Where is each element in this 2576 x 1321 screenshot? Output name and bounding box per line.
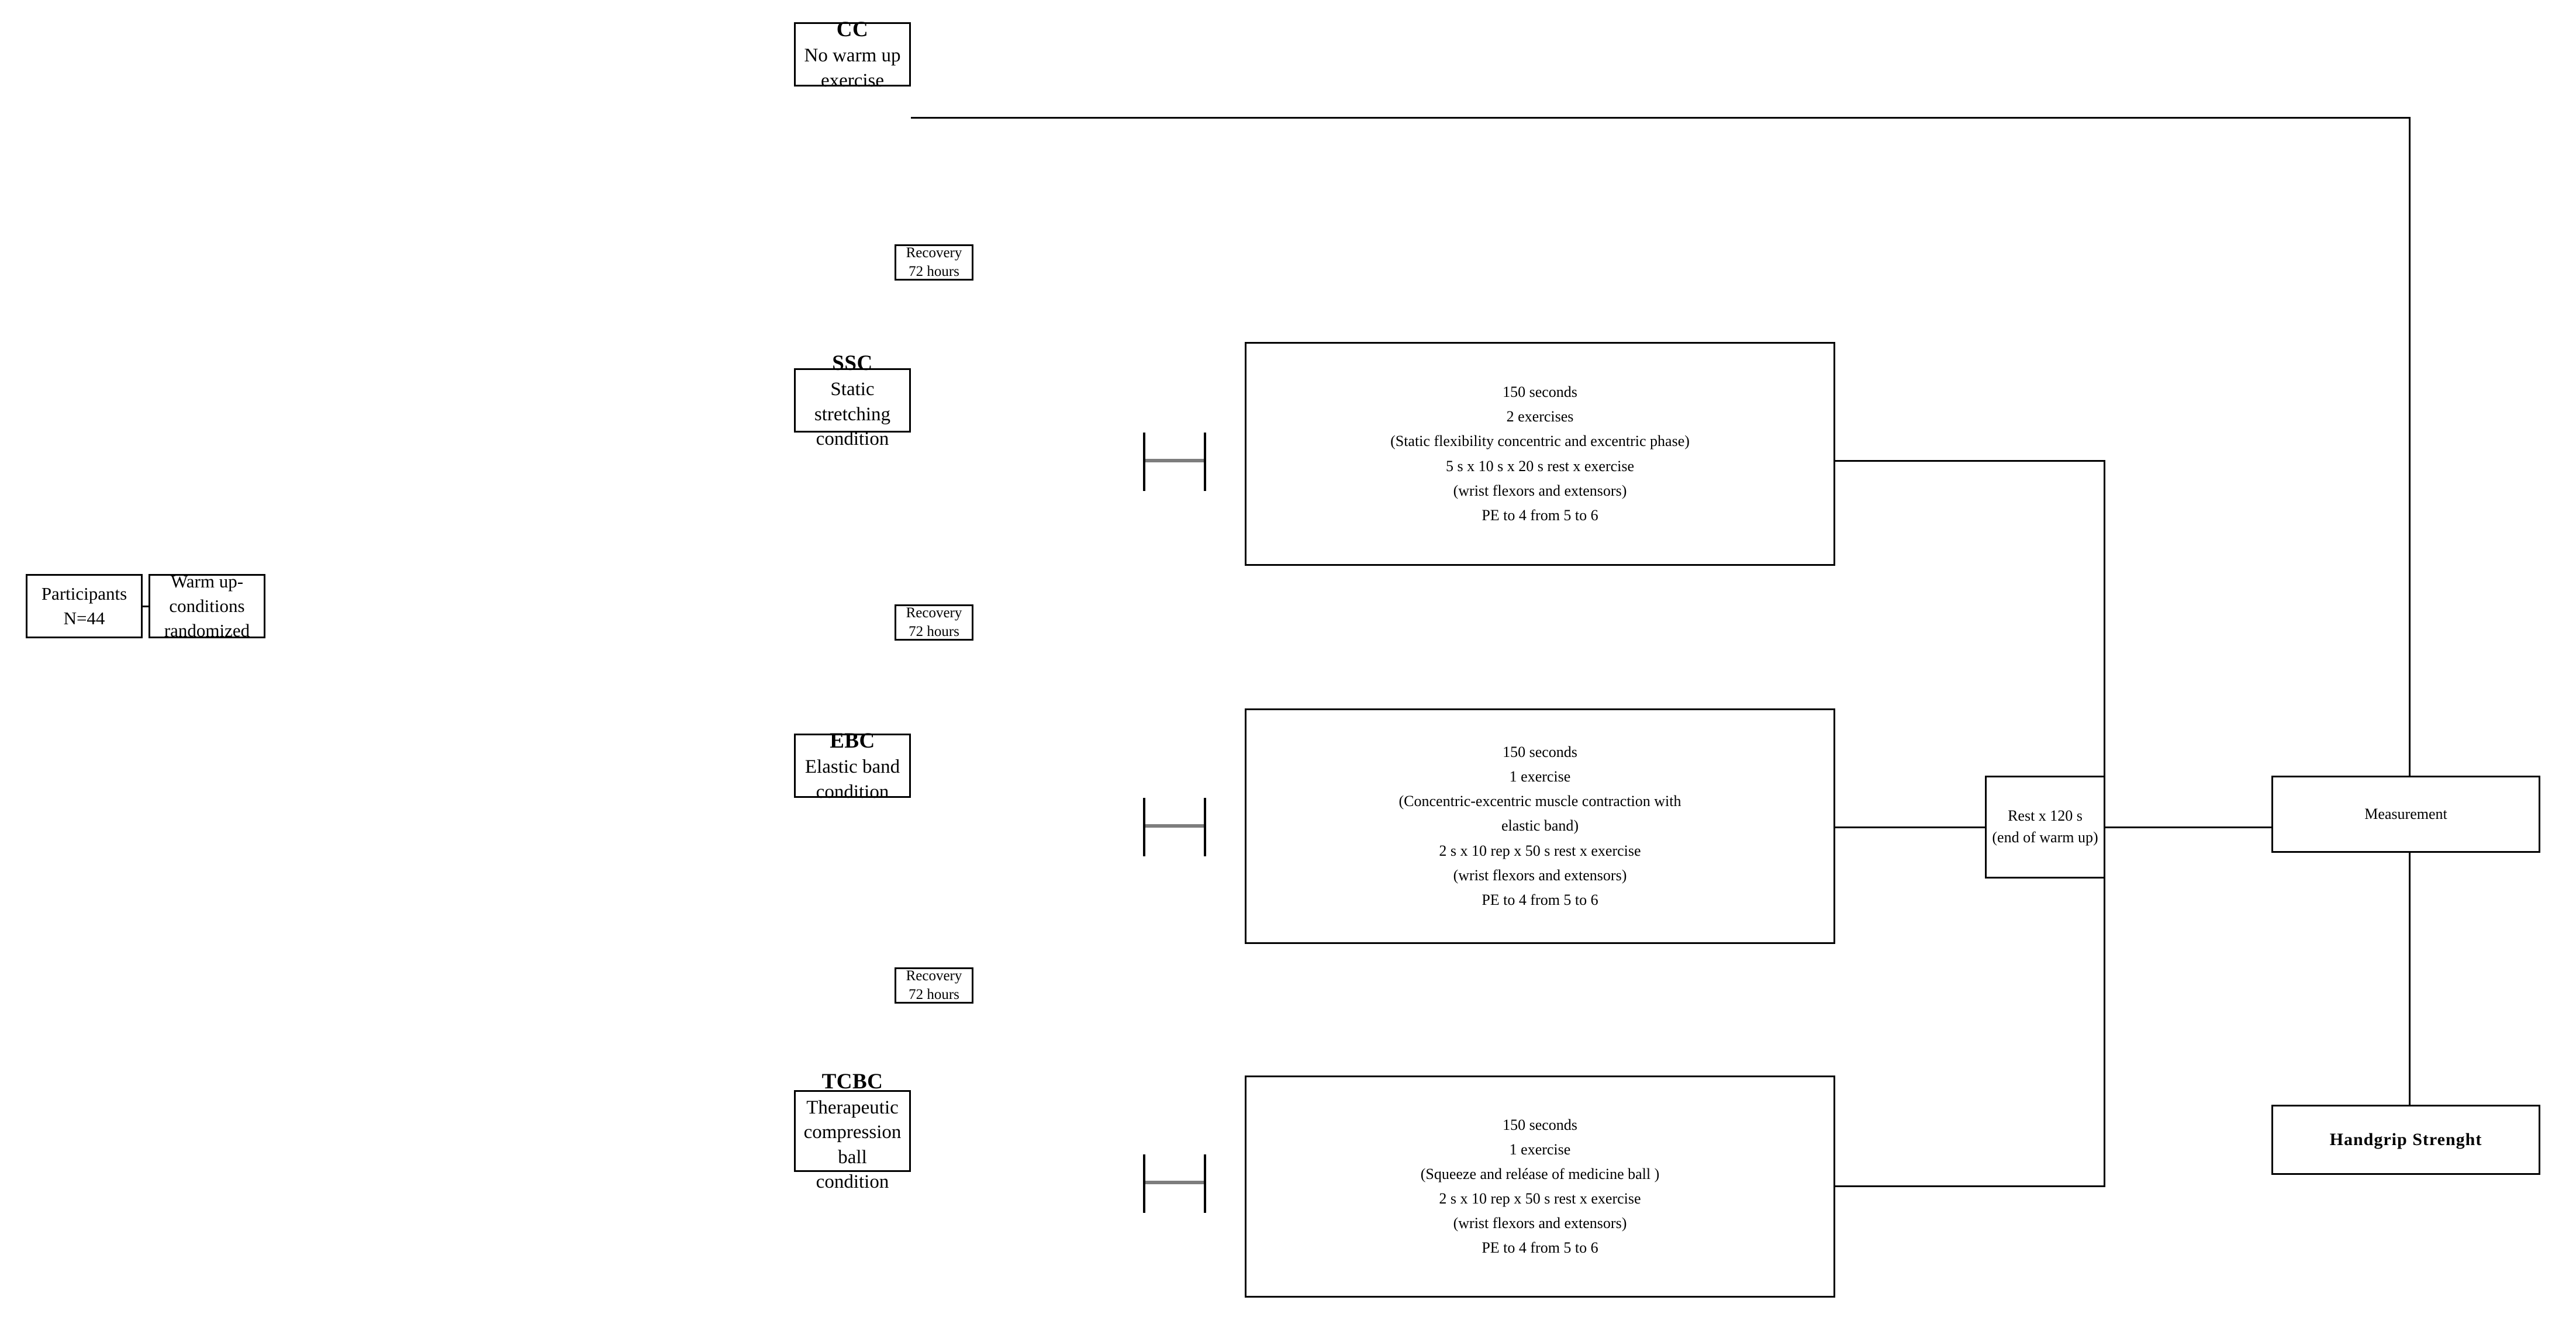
condition-box-cc: CC No warm up exercise (794, 18, 911, 91)
detail-ebc-line-7: PE to 4 from 5 to 6 (1482, 891, 1598, 908)
detail-tcbc-line-3: (Squeeze and reléase of medicine ball ) (1420, 1165, 1660, 1182)
hconnector-ssc-left-bar (1143, 433, 1145, 491)
hconnector-ssc-right-bar (1204, 433, 1206, 491)
measurement-box: Measurement (2271, 776, 2540, 853)
route-cc-vertical (2409, 117, 2411, 776)
hconnector-ssc-bridge (1145, 459, 1204, 462)
recovery-1-line2: 72 hours (909, 264, 959, 279)
detail-tcbc-line-5: (wrist flexors and extensors) (1453, 1215, 1627, 1232)
detail-tcbc-line-4: 2 s x 10 rep x 50 s rest x exercise (1439, 1190, 1641, 1207)
detail-ebc-line-6: (wrist flexors and extensors) (1453, 866, 1627, 884)
randomization-line2: randomized (164, 620, 250, 641)
rest-line1: Rest x 120 s (2008, 807, 2083, 825)
condition-name-ssc-line2: condition (816, 428, 889, 449)
route-measurement-to-outcome (2409, 853, 2411, 1105)
detail-ebc-line-2: 1 exercise (1509, 768, 1571, 786)
detail-ebc-line-3: (Concentric-excentric muscle contraction… (1399, 793, 1681, 810)
recovery-box-2: Recovery 72 hours (895, 604, 973, 641)
detail-panel-ebc: 150 seconds 1 exercise (Concentric-excen… (1245, 708, 1835, 944)
condition-code-ebc: EBC (830, 729, 875, 753)
recovery-3-line2: 72 hours (909, 987, 959, 1002)
hconnector-tcbc-bridge (1145, 1181, 1204, 1184)
condition-name-ssc-line1: Static stretching (814, 379, 891, 425)
route-ssc-horizontal (1835, 460, 2105, 462)
randomization-box: Warm up-conditions randomized (149, 571, 265, 641)
condition-name-ebc-line2: condition (816, 781, 889, 803)
condition-box-tcbc: TCBC Therapeutic compression ball condit… (794, 1070, 911, 1192)
condition-name-tcbc-line1: Therapeutic (806, 1097, 899, 1119)
participants-line1: Participants (41, 583, 127, 604)
hconnector-ebc-left-bar (1143, 798, 1145, 856)
detail-ssc-line-4: 5 s x 10 s x 20 s rest x exercise (1445, 457, 1635, 475)
condition-code-tcbc: TCBC (821, 1069, 883, 1094)
detail-ssc-line-6: PE to 4 from 5 to 6 (1482, 506, 1598, 524)
detail-ebc-line-1: 150 seconds (1503, 744, 1577, 761)
detail-ssc-line-3: (Static flexibility concentric and excen… (1390, 433, 1690, 450)
connector-participants-to-randomization (143, 606, 150, 607)
condition-name-tcbc-line2: compression ball (803, 1122, 902, 1168)
condition-name-tcbc-line3: condition (816, 1171, 889, 1192)
detail-ebc-line-4: elastic band) (1501, 817, 1579, 835)
condition-name-cc-line1: No warm up (804, 45, 901, 67)
recovery-2-line1: Recovery (906, 604, 962, 621)
condition-box-ebc: EBC Elastic band condition (794, 729, 911, 803)
outcome-label: Handgrip Strenght (2329, 1129, 2482, 1149)
recovery-1-line1: Recovery (906, 244, 962, 261)
route-tcbc-vertical (2104, 879, 2105, 1187)
detail-tcbc-line-6: PE to 4 from 5 to 6 (1482, 1239, 1598, 1257)
outcome-box-handgrip: Handgrip Strenght (2271, 1105, 2540, 1175)
hconnector-tcbc-left-bar (1143, 1154, 1145, 1213)
detail-ssc-line-2: 2 exercises (1506, 408, 1574, 426)
detail-ebc-line-5: 2 s x 10 rep x 50 s rest x exercise (1439, 842, 1641, 859)
condition-code-ssc: SSC (832, 351, 873, 375)
recovery-3-line1: Recovery (906, 967, 962, 984)
route-rest-to-measurement (2104, 827, 2273, 828)
recovery-box-3: Recovery 72 hours (895, 967, 973, 1004)
route-ebc-horizontal (1835, 827, 1985, 828)
recovery-2-line2: 72 hours (909, 624, 959, 639)
route-tcbc-horizontal (1835, 1185, 2105, 1187)
condition-box-ssc: SSC Static stretching condition (794, 351, 911, 449)
detail-ssc-line-1: 150 seconds (1503, 383, 1577, 401)
hconnector-ebc-right-bar (1204, 798, 1206, 856)
rest-line2: (end of warm up) (1992, 829, 2098, 846)
route-cc-horizontal (911, 117, 2411, 119)
recovery-box-1: Recovery 72 hours (895, 244, 973, 281)
rest-box: Rest x 120 s (end of warm up) (1985, 776, 2105, 879)
hconnector-ebc-bridge (1145, 824, 1204, 828)
detail-panel-ssc: 150 seconds 2 exercises (Static flexibil… (1245, 342, 1835, 566)
detail-tcbc-line-1: 150 seconds (1503, 1116, 1577, 1133)
detail-ssc-line-5: (wrist flexors and extensors) (1453, 482, 1627, 499)
detail-panel-tcbc: 150 seconds 1 exercise (Squeeze and relé… (1245, 1076, 1835, 1298)
randomization-line1: Warm up-conditions (169, 571, 245, 617)
condition-name-cc-line2: exercise (820, 70, 885, 91)
participants-box: Participants N=44 (26, 574, 143, 638)
condition-name-ebc-line1: Elastic band (804, 756, 900, 778)
hconnector-tcbc-right-bar (1204, 1154, 1206, 1213)
detail-tcbc-line-2: 1 exercise (1509, 1140, 1571, 1158)
route-ssc-vertical (2104, 460, 2105, 776)
measurement-label: Measurement (2364, 805, 2447, 823)
participants-line2: N=44 (63, 608, 105, 628)
condition-code-cc: CC (836, 18, 869, 42)
